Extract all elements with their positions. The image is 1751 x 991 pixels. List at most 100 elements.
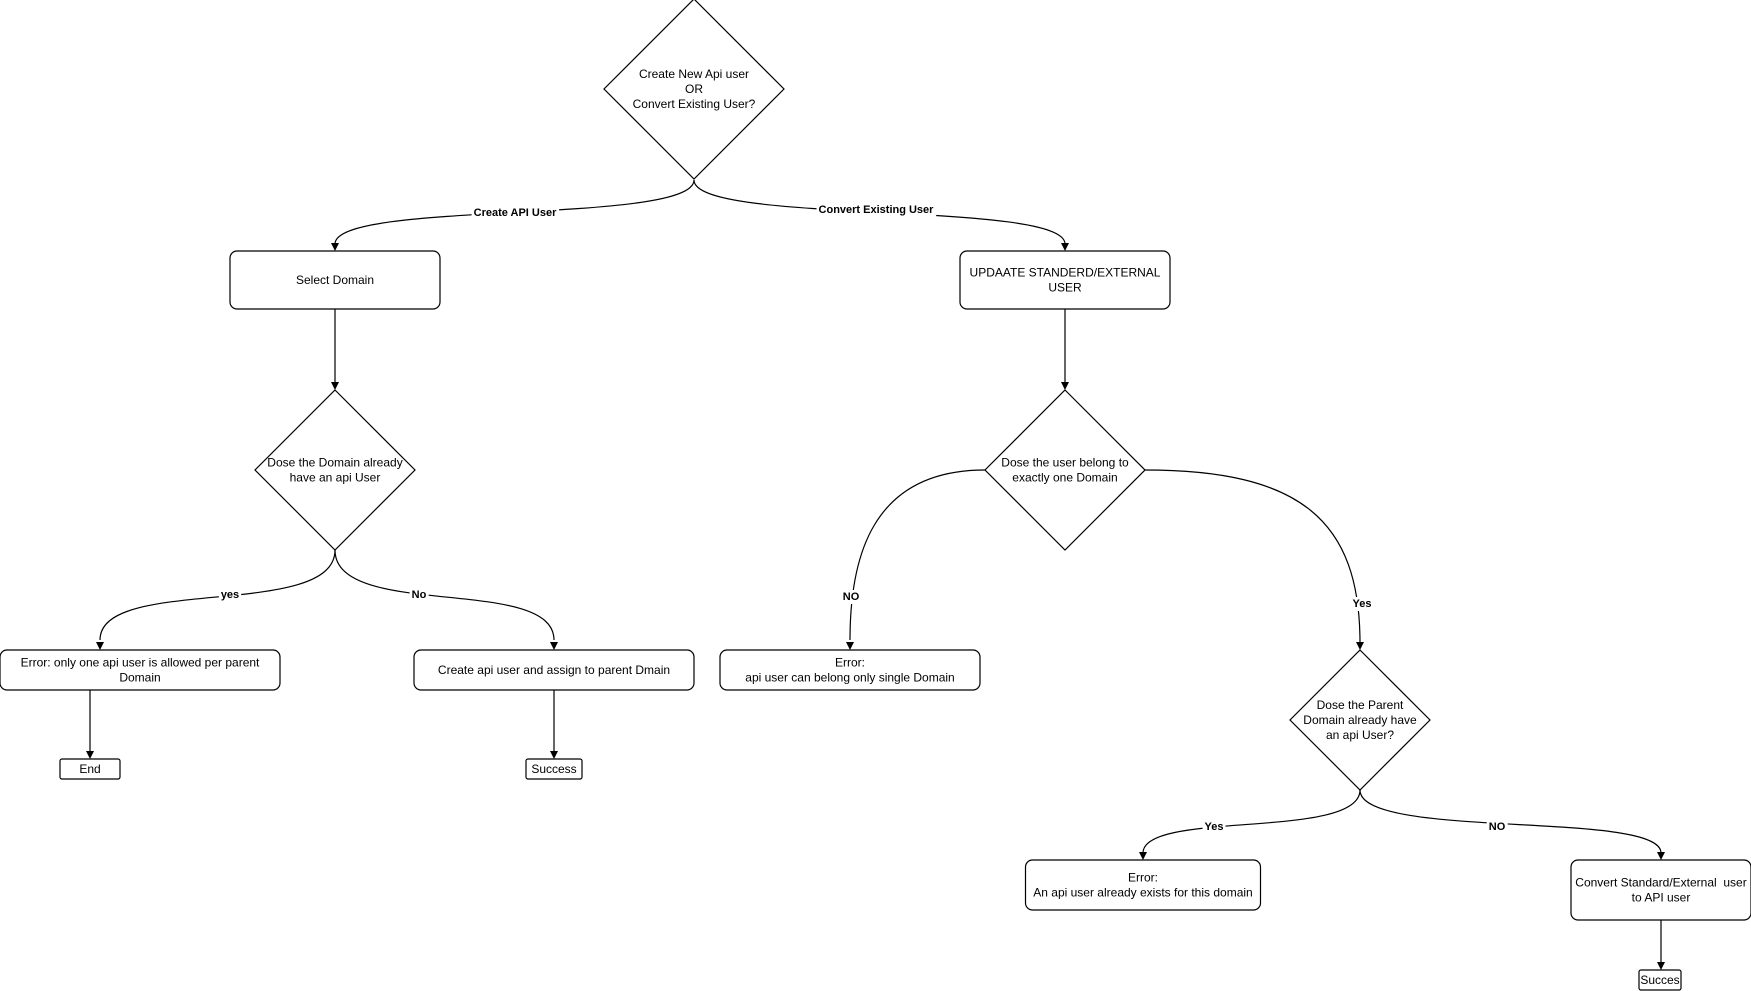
arrowhead-icon [550, 751, 558, 759]
node-label: api user can belong only single Domain [745, 671, 954, 685]
node-label: OR [685, 82, 703, 96]
node-label: Domain already have [1303, 713, 1417, 727]
node-label: exactly one Domain [1012, 471, 1117, 485]
edge-error-one-per-parent-to-end [86, 690, 94, 759]
edge-user-one-domain-to-parent-has-api: Yes [1144, 469, 1374, 650]
connector-line [1359, 789, 1662, 854]
arrowhead-icon [1139, 852, 1147, 860]
process-box [0, 649, 281, 691]
node-label: Select Domain [296, 273, 374, 287]
edge-domain-has-api-to-error-one-per-parent: yes [96, 549, 336, 650]
edge-label: Yes [1353, 598, 1372, 610]
connector-line [99, 549, 336, 641]
node-label: Error: only one api user is allowed per … [21, 656, 260, 670]
node-error-single-domain: Error:api user can belong only single Do… [719, 649, 981, 691]
edge-label: Convert Existing User [819, 204, 935, 216]
edge-label: No [412, 589, 427, 601]
node-create-assign: Create api user and assign to parent Dma… [413, 649, 695, 691]
edge-label-background [1486, 820, 1508, 834]
arrowhead-icon [331, 243, 339, 251]
arrowhead-icon [1657, 852, 1665, 860]
node-error-one-per-parent: Error: only one api user is allowed per … [0, 649, 281, 691]
node-label: Dose the Domain already [267, 456, 402, 470]
edge-start-to-update-user: Convert Existing User [693, 179, 1069, 251]
arrowhead-icon [96, 642, 104, 650]
node-label: Create New Api user [639, 67, 749, 81]
node-label: Convert Existing User? [633, 97, 756, 111]
edge-start-to-select-domain: Create API User [331, 179, 695, 251]
edge-parent-has-api-to-error-exists: Yes [1139, 789, 1361, 860]
arrowhead-icon [331, 382, 339, 390]
edge-label: Create API User [474, 207, 557, 219]
edge-parent-has-api-to-convert-user: NO [1359, 789, 1665, 860]
node-label: Domain [119, 671, 160, 685]
edge-label: NO [843, 591, 860, 603]
node-label: Dose the Parent [1317, 698, 1404, 712]
connector-line [1142, 789, 1361, 854]
decision-diamond [984, 389, 1146, 551]
connector-line [849, 469, 986, 641]
node-label: Create api user and assign to parent Dma… [438, 663, 670, 677]
edge-user-one-domain-to-error-single-domain: NO [840, 469, 986, 650]
arrowhead-icon [550, 642, 558, 650]
edge-label-background [840, 590, 862, 604]
arrowhead-icon [1356, 642, 1364, 650]
node-label: an api User? [1326, 728, 1394, 742]
node-label: Error: [1128, 871, 1158, 885]
process-box [719, 649, 981, 691]
arrowhead-icon [1061, 382, 1069, 390]
node-label: An api user already exists for this doma… [1033, 886, 1252, 900]
arrowhead-icon [1061, 243, 1069, 251]
node-label: Dose the user belong to [1001, 456, 1129, 470]
process-box [1024, 859, 1262, 911]
edge-label-background [409, 588, 429, 602]
edge-create-assign-to-success [550, 690, 558, 759]
node-label: Succes [1640, 973, 1679, 987]
terminal-box [59, 758, 121, 780]
node-label: Error: [835, 656, 865, 670]
edge-label-background [1202, 820, 1226, 834]
node-label: Convert Standard/External user [1575, 876, 1746, 890]
terminal-box [1638, 969, 1682, 991]
arrowhead-icon [86, 751, 94, 759]
edge-label-background [1350, 597, 1374, 611]
process-box [1570, 859, 1751, 921]
edge-label-background [816, 203, 937, 217]
decision-diamond [603, 0, 785, 180]
node-label: USER [1048, 281, 1082, 295]
edge-select-domain-to-domain-has-api [331, 309, 339, 390]
node-error-exists: Error:An api user already exists for thi… [1024, 859, 1262, 911]
edge-label: Yes [1205, 821, 1224, 833]
process-box [959, 250, 1171, 310]
edge-label-background [471, 206, 560, 220]
edge-update-user-to-user-one-domain [1061, 309, 1069, 390]
node-label: End [79, 762, 100, 776]
process-box [413, 649, 695, 691]
process-box [229, 250, 441, 310]
edge-convert-user-to-succes [1657, 920, 1665, 970]
node-label: to API user [1632, 891, 1691, 905]
connector-line [1144, 469, 1361, 644]
decision-diamond [1289, 649, 1431, 791]
node-label: Success [531, 762, 576, 776]
arrowhead-icon [1657, 962, 1665, 970]
node-label: have an api User [290, 471, 381, 485]
connector-line [334, 549, 555, 641]
node-select-domain: Select Domain [229, 250, 441, 310]
node-label: UPDAATE STANDERD/EXTERNAL [970, 266, 1161, 280]
node-succes: Succes [1638, 969, 1682, 991]
terminal-box [525, 758, 583, 780]
edge-label: NO [1489, 821, 1506, 833]
node-success: Success [525, 758, 583, 780]
edge-domain-has-api-to-create-assign: No [334, 549, 558, 650]
edge-label-background [218, 588, 242, 602]
